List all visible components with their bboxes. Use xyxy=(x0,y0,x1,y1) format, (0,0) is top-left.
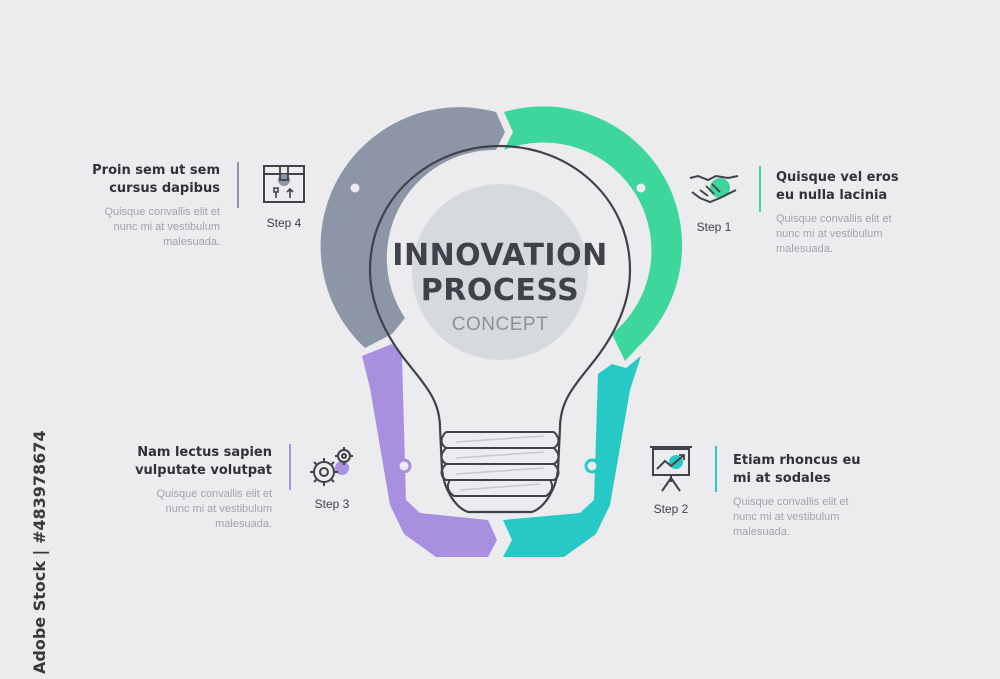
step4-body-line3: malesuada. xyxy=(163,236,220,248)
step4-body-line1: Quisque convallis elit et xyxy=(104,206,220,218)
bulb-outline xyxy=(368,144,632,514)
step1-body: Quisque convallis elit et nunc mi at ves… xyxy=(776,212,946,257)
step2-text: Etiam rhoncus eu mi at sodales Quisque c… xyxy=(733,452,903,540)
presentation-chart-icon xyxy=(650,446,692,492)
bulb-screw xyxy=(440,431,560,497)
step1-body-line1: Quisque convallis elit et xyxy=(776,213,892,225)
step1-body-line3: malesuada. xyxy=(776,243,833,255)
step1-divider xyxy=(759,166,761,212)
stock-watermark: Adobe Stock | #483978674 xyxy=(8,430,49,674)
step3-body-line3: malesuada. xyxy=(215,518,272,530)
step4-body-line2: nunc mi at vestibulum xyxy=(113,221,220,233)
segment-step2 xyxy=(503,356,641,557)
step3-heading-line1: Nam lectus sapien xyxy=(137,445,272,460)
center-circle xyxy=(412,184,588,360)
title-line-2: PROCESS xyxy=(420,273,580,308)
title-line-1: INNOVATION xyxy=(392,238,608,273)
step2-body-line1: Quisque convallis elit et xyxy=(733,496,849,508)
step4-heading-line2: cursus dapibus xyxy=(109,181,220,196)
step4-heading-line1: Proin sem ut sem xyxy=(92,163,220,178)
stock-watermark-text: Adobe Stock | #483978674 xyxy=(30,430,49,674)
step3-body: Quisque convallis elit et nunc mi at ves… xyxy=(110,487,272,532)
step3-body-line1: Quisque convallis elit et xyxy=(156,488,272,500)
step2-body: Quisque convallis elit et nunc mi at ves… xyxy=(733,495,903,540)
step1-body-line2: nunc mi at vestibulum xyxy=(776,228,883,240)
step3-divider xyxy=(289,444,291,490)
step1-heading-line1: Quisque vel eros xyxy=(776,170,899,185)
step1-label: Step 1 xyxy=(696,220,732,234)
step4-divider xyxy=(237,162,239,208)
step2-body-line2: nunc mi at vestibulum xyxy=(733,511,840,523)
package-box-icon xyxy=(263,165,305,203)
step3-label: Step 3 xyxy=(314,497,350,511)
step2-label: Step 2 xyxy=(653,502,689,516)
step1-heading-line2: eu nulla lacinia xyxy=(776,188,888,203)
step3-body-line2: nunc mi at vestibulum xyxy=(165,503,272,515)
step4-body: Quisque convallis elit et nunc mi at ves… xyxy=(70,205,220,250)
segment-step4 xyxy=(320,107,505,349)
step2-heading-line1: Etiam rhoncus eu xyxy=(733,453,861,468)
step1-text: Quisque vel eros eu nulla lacinia Quisqu… xyxy=(776,169,946,257)
connector-step3 xyxy=(396,458,412,474)
handshake-icon xyxy=(689,174,739,204)
bulb-screw-highlights xyxy=(455,435,545,491)
step4-label: Step 4 xyxy=(266,216,302,230)
step3-heading-line2: vulputate volutpat xyxy=(135,463,272,478)
segment-step3 xyxy=(362,344,497,557)
connector-step4 xyxy=(347,180,363,196)
step2-heading-line2: mi at sodales xyxy=(733,471,831,486)
step2-divider xyxy=(715,446,717,492)
step4-text: Proin sem ut sem cursus dapibus Quisque … xyxy=(70,162,220,250)
gears-icon xyxy=(310,447,353,486)
connector-step2 xyxy=(584,458,600,474)
connector-step1 xyxy=(633,180,649,196)
segment-step1 xyxy=(504,106,683,361)
step2-body-line3: malesuada. xyxy=(733,526,790,538)
title-subtitle: CONCEPT xyxy=(451,314,549,335)
diagram-title: INNOVATION PROCESS CONCEPT xyxy=(390,238,610,338)
step3-text: Nam lectus sapien vulputate volutpat Qui… xyxy=(110,444,272,532)
